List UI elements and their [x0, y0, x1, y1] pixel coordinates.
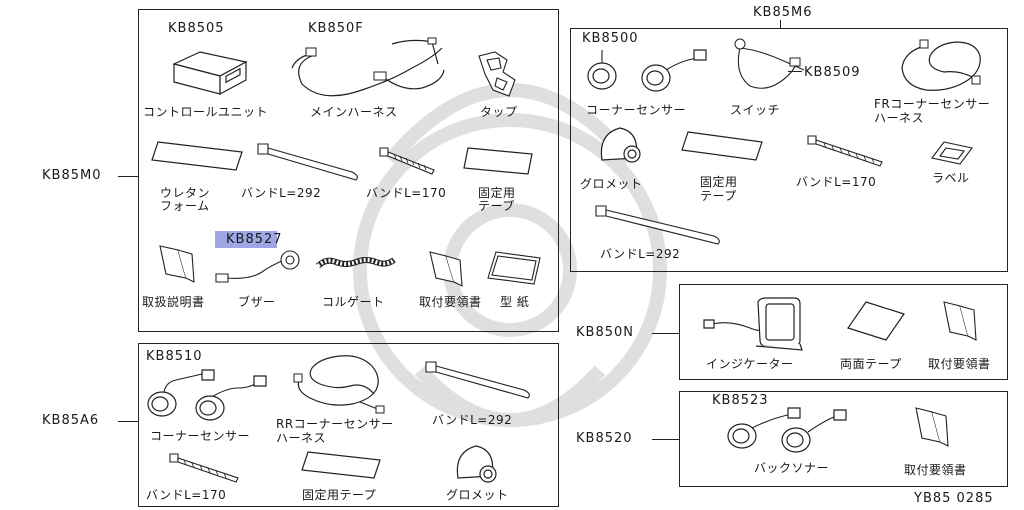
- band-170-m6-icon[interactable]: [806, 134, 886, 168]
- switch-icon[interactable]: [730, 34, 814, 94]
- rr-harness-label-2: ハーネス: [276, 431, 327, 445]
- manual-label: 取扱説明書: [142, 295, 205, 309]
- diagram-id: YB85 0285: [914, 491, 994, 506]
- indicator-icon[interactable]: [700, 294, 804, 352]
- fr-harness-label-2: ハーネス: [874, 111, 925, 125]
- kb850f-code: KB850F: [308, 21, 364, 36]
- kb85m6-box: [570, 28, 1008, 272]
- template-label: 型 紙: [500, 295, 530, 309]
- fix-tape-label-1: 固定用: [478, 186, 516, 200]
- kb850n-code: KB850N: [576, 325, 634, 340]
- double-tape-label: 両面テープ: [840, 357, 902, 371]
- band-170-a6-label: バンドL=170: [146, 488, 227, 502]
- kb85a6-leader: [118, 421, 138, 422]
- kb85m6-leader: [780, 20, 781, 28]
- kb8520-code: KB8520: [576, 431, 633, 446]
- fr-harness-icon[interactable]: [894, 36, 988, 96]
- kb85m0-code: KB85M0: [42, 168, 102, 183]
- control-unit-label: コントロールユニット: [143, 105, 269, 119]
- band-292-a6-icon[interactable]: [424, 360, 534, 400]
- band-170-a6-icon[interactable]: [168, 452, 242, 484]
- control-unit-icon[interactable]: [170, 44, 250, 99]
- grommet-a6-icon[interactable]: [452, 442, 500, 486]
- kb8509-leader: [788, 71, 802, 72]
- corner-sensor-a6-label: コーナーセンサー: [150, 429, 251, 443]
- install-guide-label: 取付要領書: [419, 295, 482, 309]
- band-292-icon[interactable]: [256, 140, 366, 184]
- label-label: ラベル: [932, 171, 970, 185]
- indicator-label: インジケーター: [706, 357, 794, 371]
- double-tape-icon[interactable]: [846, 300, 906, 342]
- kb8520-box: [679, 391, 1008, 487]
- install-guide-icon[interactable]: [426, 248, 466, 288]
- corner-sensor-m6-icon[interactable]: [586, 44, 716, 94]
- band-292-label: バンドL=292: [241, 186, 322, 200]
- label-icon[interactable]: [930, 140, 974, 166]
- kb8527-code: KB8527: [226, 232, 283, 247]
- fix-tape-icon[interactable]: [462, 144, 534, 178]
- corrugate-label: コルゲート: [322, 295, 385, 309]
- band-292-m6-label: バンドL=292: [600, 247, 681, 261]
- band-292-m6-icon[interactable]: [594, 204, 724, 248]
- kb850n-box: [679, 284, 1008, 380]
- urethane-label-2: フォーム: [160, 199, 210, 213]
- back-sonar-label: バックソナー: [754, 461, 830, 475]
- fix-tape-label-2: テープ: [478, 199, 515, 213]
- kb85m0-box: [138, 9, 559, 332]
- fix-tape-a6-label: 固定用テープ: [302, 488, 377, 502]
- urethane-label-1: ウレタン: [160, 186, 211, 200]
- install-n-label: 取付要領書: [928, 357, 991, 371]
- buzzer-icon[interactable]: [214, 246, 304, 286]
- kb85m0-leader: [118, 176, 138, 177]
- tap-icon[interactable]: [473, 50, 523, 100]
- rr-harness-icon[interactable]: [290, 350, 390, 414]
- switch-label: スイッチ: [730, 103, 781, 117]
- tap-label: タップ: [480, 105, 518, 119]
- kb8505-code: KB8505: [168, 21, 225, 36]
- buzzer-label: ブザー: [238, 295, 276, 309]
- kb8510-code: KB8510: [146, 349, 203, 364]
- band-292-a6-label: バンドL=292: [432, 413, 513, 427]
- fr-harness-label-1: FRコーナーセンサー: [874, 97, 991, 111]
- install-n-icon[interactable]: [940, 298, 980, 344]
- fix-tape-a6-icon[interactable]: [300, 448, 382, 482]
- grommet-m6-label: グロメット: [580, 177, 643, 191]
- kb8500-code: KB8500: [582, 31, 639, 46]
- corner-sensor-a6-icon[interactable]: [146, 368, 276, 420]
- urethane-foam-icon[interactable]: [150, 138, 245, 174]
- manual-icon[interactable]: [156, 242, 196, 284]
- kb8527-highlight: [215, 231, 277, 248]
- kb85a6-code: KB85A6: [42, 413, 100, 428]
- corner-sensor-m6-label: コーナーセンサー: [586, 103, 687, 117]
- back-sonar-icon[interactable]: [722, 404, 862, 456]
- main-harness-label: メインハーネス: [310, 105, 398, 119]
- main-harness-icon[interactable]: [282, 34, 452, 104]
- fix-tape-m6-label-2: テープ: [700, 189, 737, 203]
- template-icon[interactable]: [486, 250, 544, 286]
- band-170-m6-label: バンドL=170: [796, 175, 877, 189]
- grommet-a6-label: グロメット: [446, 488, 509, 502]
- grommet-m6-icon[interactable]: [596, 124, 646, 168]
- fix-tape-m6-icon[interactable]: [680, 128, 764, 164]
- kb8509-code: KB8509: [804, 65, 861, 80]
- kb85a6-box: [138, 343, 559, 507]
- kb850n-leader: [652, 333, 679, 334]
- corrugate-icon[interactable]: [316, 254, 396, 276]
- band-170-icon[interactable]: [378, 146, 438, 176]
- kb85m6-code: KB85M6: [753, 5, 813, 20]
- kb8523-code: KB8523: [712, 393, 769, 408]
- kb8520-leader: [652, 439, 679, 440]
- install-20-icon[interactable]: [912, 404, 952, 450]
- install-20-label: 取付要領書: [904, 463, 967, 477]
- band-170-label: バンドL=170: [366, 186, 447, 200]
- rr-harness-label-1: RRコーナーセンサー: [276, 417, 394, 431]
- fix-tape-m6-label-1: 固定用: [700, 175, 738, 189]
